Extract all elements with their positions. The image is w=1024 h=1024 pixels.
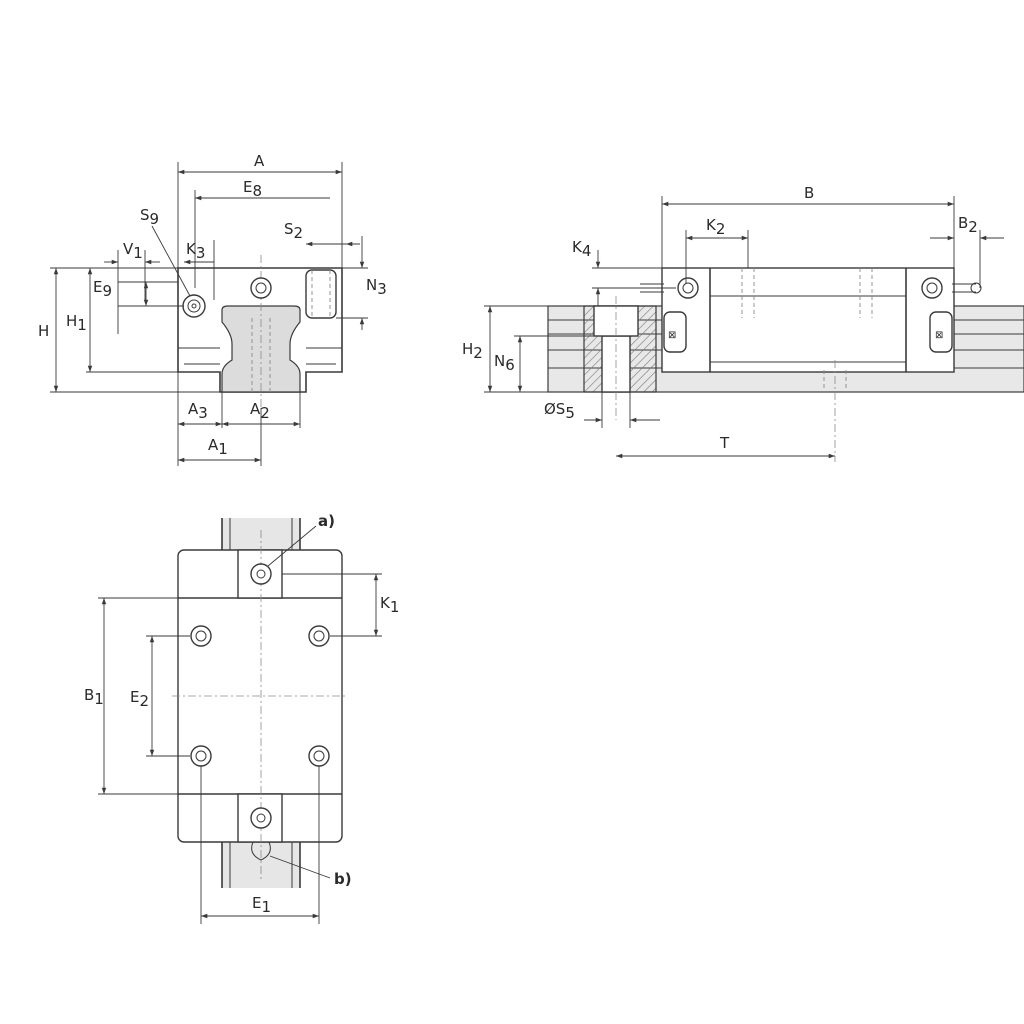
lube-fitting-icon (921, 277, 943, 299)
ball-icon (250, 277, 272, 299)
mounting-hole-icon (308, 745, 330, 767)
label-A2: A2 (250, 400, 270, 422)
label-K4: K4 (572, 238, 591, 260)
mounting-hole-icon (190, 745, 212, 767)
front-view: A E8 S9 S2 K3 V1 E9 N3 (38, 152, 387, 466)
svg-text:⊠: ⊠ (668, 330, 676, 341)
lube-fitting-icon (677, 277, 699, 299)
note-a: a) (318, 512, 335, 530)
carriage-side (661, 267, 955, 373)
label-E1: E1 (252, 894, 271, 916)
mounting-hole-icon (190, 625, 212, 647)
label-S2: S2 (284, 220, 303, 242)
lube-fitting-icon (182, 294, 206, 318)
label-K1: K1 (380, 594, 399, 616)
label-B1: B1 (84, 686, 104, 708)
rail-profile (221, 305, 301, 393)
label-K3: K3 (186, 240, 205, 262)
mounting-hole-icon (308, 625, 330, 647)
svg-text:⊠: ⊠ (935, 330, 943, 341)
label-E8: E8 (243, 178, 262, 200)
label-S9: S9 (140, 206, 159, 228)
label-K2: K2 (706, 216, 725, 238)
label-V1: V1 (123, 240, 143, 262)
side-view: ⊠ ⊠ B K2 B2 K4 (462, 184, 1024, 462)
label-B2: B2 (958, 214, 978, 236)
note-b: b) (334, 870, 352, 888)
label-E2: E2 (130, 688, 149, 710)
label-A3: A3 (188, 400, 208, 422)
label-S5: ØS5 (544, 400, 575, 422)
top-view: a) b) K1 B1 E2 E1 (84, 512, 399, 924)
lube-fitting-icon (250, 563, 272, 585)
label-H1: H1 (66, 312, 87, 334)
label-E9: E9 (93, 278, 112, 300)
label-N3: N3 (366, 276, 387, 298)
label-T: T (719, 434, 730, 452)
label-B: B (804, 184, 814, 202)
label-A: A (254, 152, 265, 170)
label-H2: H2 (462, 340, 483, 362)
carriage-outline (177, 267, 343, 393)
label-H: H (38, 322, 49, 340)
label-N6: N6 (494, 352, 515, 374)
lube-fitting-icon (250, 807, 272, 829)
label-A1: A1 (208, 436, 228, 458)
